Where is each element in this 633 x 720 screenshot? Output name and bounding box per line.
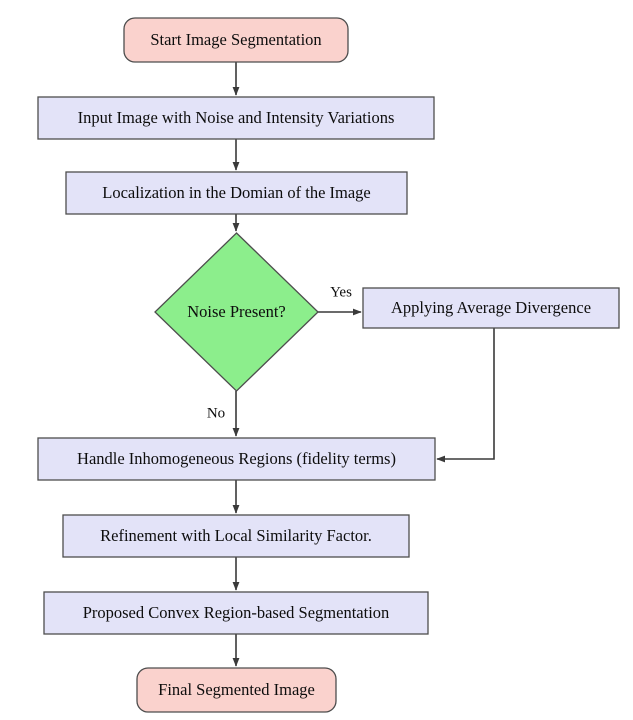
node-shape-proposed	[43, 591, 429, 635]
edge-label-yes: Yes	[330, 284, 352, 300]
node-shape-average-divergence	[362, 287, 620, 329]
node-refinement[interactable]: Refinement with Local Similarity Factor.	[62, 514, 410, 558]
node-shape-final	[136, 667, 337, 713]
node-shape-input	[37, 96, 435, 140]
node-shape-refinement	[62, 514, 410, 558]
node-final[interactable]: Final Segmented Image	[136, 667, 337, 713]
node-shape-noise-decision	[154, 232, 319, 392]
node-label-noise-decision: Noise Present?	[187, 302, 286, 321]
node-label-average-divergence: Applying Average Divergence	[391, 298, 591, 317]
node-label-inhomogeneous: Handle Inhomogeneous Regions (fidelity t…	[77, 449, 396, 468]
node-label-final: Final Segmented Image	[158, 680, 315, 699]
edge-decision-yes-to-divergence: Yes	[318, 284, 362, 316]
node-start[interactable]: Start Image Segmentation	[123, 17, 349, 63]
node-shape-localization	[65, 171, 408, 215]
node-average-divergence[interactable]: Applying Average Divergence	[362, 287, 620, 329]
edge-decision-no-to-inhomogeneous: No	[207, 391, 240, 437]
node-inhomogeneous[interactable]: Handle Inhomogeneous Regions (fidelity t…	[37, 437, 436, 481]
node-localization[interactable]: Localization in the Domian of the Image	[65, 171, 408, 215]
edge-line	[436, 328, 495, 463]
edge-label-no: No	[207, 405, 225, 421]
node-proposed[interactable]: Proposed Convex Region-based Segmentatio…	[43, 591, 429, 635]
node-label-input: Input Image with Noise and Intensity Var…	[78, 108, 395, 127]
node-label-refinement: Refinement with Local Similarity Factor.	[100, 526, 372, 545]
node-shape-start	[123, 17, 349, 63]
node-label-proposed: Proposed Convex Region-based Segmentatio…	[83, 603, 390, 622]
edge-divergence-to-inhomogeneous	[436, 328, 495, 463]
node-label-start: Start Image Segmentation	[150, 30, 321, 49]
node-input[interactable]: Input Image with Noise and Intensity Var…	[37, 96, 435, 140]
node-shape-inhomogeneous	[37, 437, 436, 481]
node-noise-decision[interactable]: Noise Present?	[154, 232, 319, 392]
node-label-localization: Localization in the Domian of the Image	[102, 183, 371, 202]
